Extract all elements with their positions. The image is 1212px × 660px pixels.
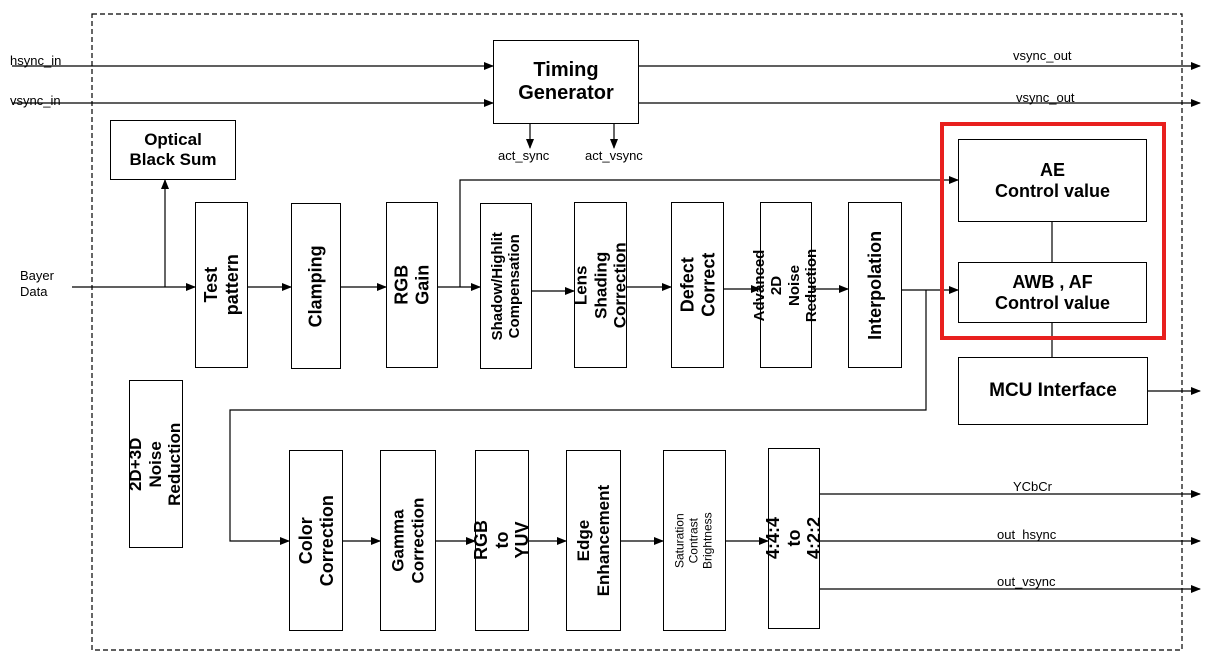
out-vsync-label: out_vsync (997, 574, 1056, 589)
clamping-label: Clamping (305, 244, 326, 328)
timing-generator-block: Timing Generator (493, 40, 639, 124)
hsync-in-label: hsync_in (10, 53, 62, 68)
format-convert-label: 4:4:4 to 4:2:2 (762, 517, 825, 560)
defect-correct-block: Defect Correct (671, 202, 724, 368)
saturation-label: Saturation Contrast Brightness (672, 512, 715, 569)
vsync-out-label-2: vsync_out (1016, 90, 1075, 105)
act-sync-label: act_sync (498, 148, 550, 163)
vsync-out-label-1: vsync_out (1013, 48, 1072, 63)
clamping-block: Clamping (291, 203, 341, 369)
test-pattern-block: Test pattern (195, 202, 248, 368)
ycbcr-label: YCbCr (1013, 479, 1053, 494)
optical-black-sum-block: Optical Black Sum (110, 120, 236, 180)
shadow-highlight-label: Shadow/Highlit Compensation (488, 231, 524, 341)
system-boundary (91, 13, 1183, 651)
gamma-correction-block: Gamma Correction (380, 450, 436, 631)
rgb-to-yuv-label: RGB to YUV (470, 520, 533, 561)
test-pattern-label: Test pattern (200, 254, 242, 316)
lens-shading-block: Lens Shading Correction (571, 202, 630, 368)
lens-shading-label: Lens Shading Correction (571, 242, 630, 328)
advanced-2d-nr-block: Advanced 2D Noise Reduction (752, 202, 820, 368)
shadow-highlight-block: Shadow/Highlit Compensation (480, 203, 532, 369)
awb-af-control-block: AWB , AF Control value (958, 262, 1147, 323)
ae-feed-wire (459, 176, 959, 287)
rgb-to-yuv-block: RGB to YUV (471, 450, 532, 631)
ae-control-block: AE Control value (958, 139, 1147, 222)
edge-enhancement-block: Edge Enhancement (566, 450, 621, 631)
control-highlight-frame (940, 122, 1166, 340)
mcu-interface-block: MCU Interface (958, 357, 1148, 425)
color-correction-label: Color Correction (295, 494, 337, 587)
color-correction-block: Color Correction (289, 450, 343, 631)
bayer-data-label: Bayer Data (20, 268, 54, 300)
saturation-block: Saturation Contrast Brightness (663, 450, 726, 631)
edge-enhancement-label: Edge Enhancement (573, 484, 613, 597)
gamma-correction-label: Gamma Correction (388, 497, 427, 584)
rgb-gain-block: RGB Gain (386, 202, 438, 368)
vsync-in-label: vsync_in (10, 93, 61, 108)
interpolation-label: Interpolation (864, 230, 885, 340)
out-hsync-label: out_hsync (997, 527, 1057, 542)
interpolation-block: Interpolation (848, 202, 902, 368)
act-vsync-label: act_vsync (585, 148, 643, 163)
format-convert-block: 4:4:4 to 4:2:2 (763, 448, 824, 629)
noise-reduction-3d-label: 2D+3D Noise Reduction (126, 422, 185, 506)
defect-correct-label: Defect Correct (676, 252, 718, 318)
row2-feed-wire (229, 290, 927, 545)
advanced-2d-nr-label: Advanced 2D Noise Reduction (751, 248, 821, 322)
noise-reduction-3d-block: 2D+3D Noise Reduction (126, 380, 185, 548)
rgb-gain-label: RGB Gain (391, 265, 432, 306)
